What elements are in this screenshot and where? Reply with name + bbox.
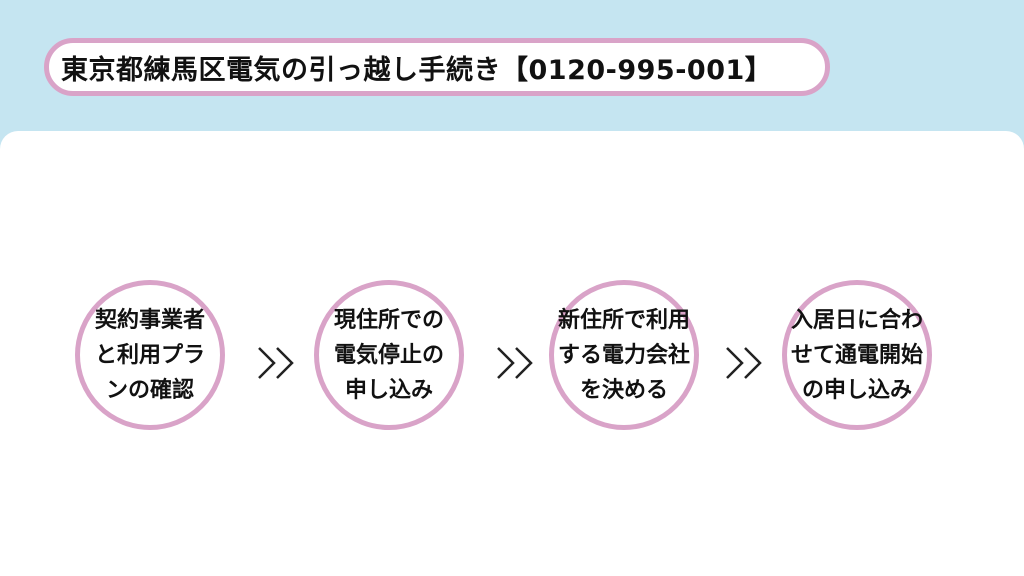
page-title: 東京都練馬区電気の引っ越し手続き【0120-995-001】	[61, 54, 773, 86]
step-circle-1: 契約事業者 と利用プラ ンの確認	[75, 280, 225, 430]
step-1-line-1: 契約事業者	[94, 307, 205, 333]
step-3-line-1: 新住所で利用	[557, 307, 690, 333]
step-2-line-3: 申し込み	[344, 377, 433, 403]
step-1-line-2: と利用プラ	[94, 342, 205, 368]
step-circle-3: 新住所で利用 する電力会社 を決める	[549, 280, 699, 430]
step-3-line-2: する電力会社	[557, 342, 690, 368]
step-3-line-3: を決める	[579, 377, 668, 403]
step-4-line-1: 入居日に合わ	[790, 307, 923, 333]
step-2-line-2: 電気停止の	[333, 342, 444, 368]
step-4-line-3: の申し込み	[801, 377, 912, 403]
title-banner: 東京都練馬区電気の引っ越し手続き【0120-995-001】	[44, 38, 830, 96]
step-circle-4: 入居日に合わ せて通電開始 の申し込み	[782, 280, 932, 430]
step-4-line-2: せて通電開始	[790, 342, 923, 368]
step-circle-2: 現住所での 電気停止の 申し込み	[314, 280, 464, 430]
step-1-line-3: ンの確認	[105, 377, 194, 403]
double-chevron-right-icon	[726, 347, 762, 379]
step-2-line-1: 現住所での	[333, 307, 444, 333]
double-chevron-right-icon	[497, 347, 533, 379]
double-chevron-right-icon	[258, 347, 294, 379]
